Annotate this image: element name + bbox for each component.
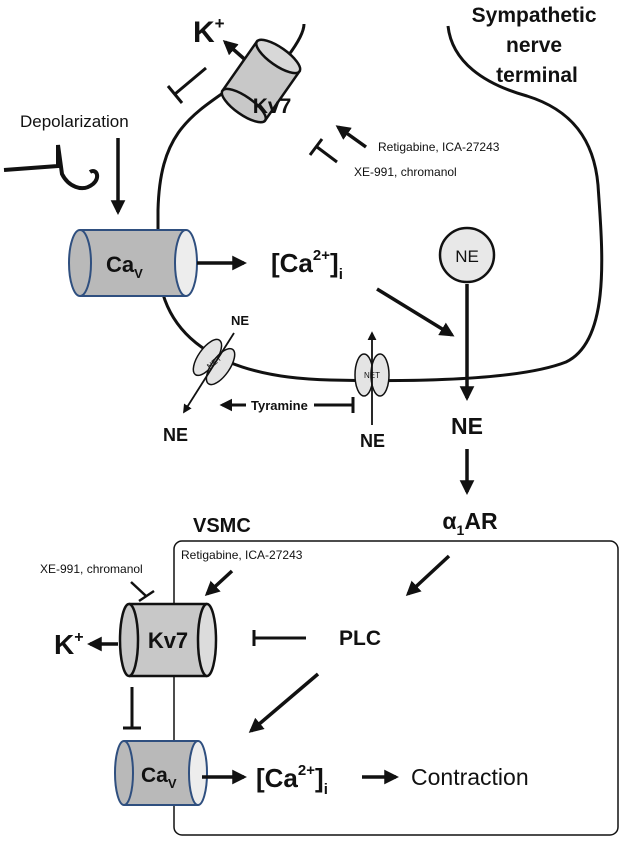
cav-label-presynaptic: CaV	[106, 252, 143, 281]
kv7-label-presynaptic: Kv7	[253, 95, 292, 118]
plc-to-cav-arrow	[248, 672, 320, 733]
kv7-inhibition-line-presynaptic	[174, 66, 207, 96]
depolarization-label: Depolarization	[20, 112, 129, 131]
vsmc-cell-box	[173, 540, 619, 836]
k-ion-label-vsmc: K+	[54, 629, 84, 660]
kv7-openers-label-vsmc: Retigabine, ICA-27243	[181, 548, 303, 562]
action-potential-icon	[3, 144, 100, 190]
intracellular-calcium-presynaptic: [Ca2+]i	[271, 247, 343, 283]
kv7-openers-label-presynaptic: Retigabine, ICA-27243	[378, 140, 500, 154]
ne-released-label: NE	[451, 413, 483, 439]
kv7-channel-presynaptic	[220, 38, 302, 124]
kv7-label-vsmc: Kv7	[148, 628, 188, 653]
cav-label-vsmc: CaV	[141, 764, 177, 791]
blocker-line-presynaptic	[316, 145, 338, 164]
kv7-inhibition-bar-presynaptic	[166, 85, 184, 104]
blocker-bar-presynaptic	[308, 138, 324, 156]
ne-vesicle	[438, 226, 496, 284]
plc-label: PLC	[339, 627, 381, 650]
blocker-line-vsmc	[130, 581, 147, 597]
net-transporter-right	[354, 353, 390, 397]
kv7-blockers-label-presynaptic: XE-991, chromanol	[354, 165, 457, 179]
intracellular-calcium-vsmc: [Ca2+]i	[256, 762, 328, 798]
ne-label-left-top: NE	[231, 313, 249, 328]
kv7-blockers-label-vsmc: XE-991, chromanol	[40, 562, 143, 576]
ne-label-left-bottom: NE	[163, 425, 188, 445]
tyramine-label: Tyramine	[251, 398, 308, 413]
k-ion-label-presynaptic: K+	[193, 14, 225, 49]
net-transporter-left	[192, 338, 236, 386]
kv7-channel-vsmc	[118, 602, 218, 678]
alpha1-receptor-label: α1AR	[442, 508, 498, 538]
ne-vesicle-label: NE	[455, 247, 479, 266]
cav-channel-presynaptic	[68, 229, 198, 297]
calcium-to-release-arrow	[376, 287, 455, 337]
vsmc-title: VSMC	[193, 515, 251, 537]
nerve-terminal-title: Sympathetic nerve terminal	[472, 4, 603, 87]
cav-channel-vsmc	[114, 740, 208, 806]
ne-uptake-arrow-left	[183, 332, 235, 414]
nerve-terminal-membrane-top	[286, 23, 306, 57]
opener-arrow-presynaptic	[335, 125, 368, 149]
blocker-bar-vsmc	[138, 589, 155, 603]
opener-arrow-vsmc	[204, 569, 234, 596]
ne-label-right-bottom: NE	[360, 431, 385, 451]
receptor-to-plc-arrow	[405, 554, 451, 596]
contraction-label: Contraction	[411, 764, 529, 790]
